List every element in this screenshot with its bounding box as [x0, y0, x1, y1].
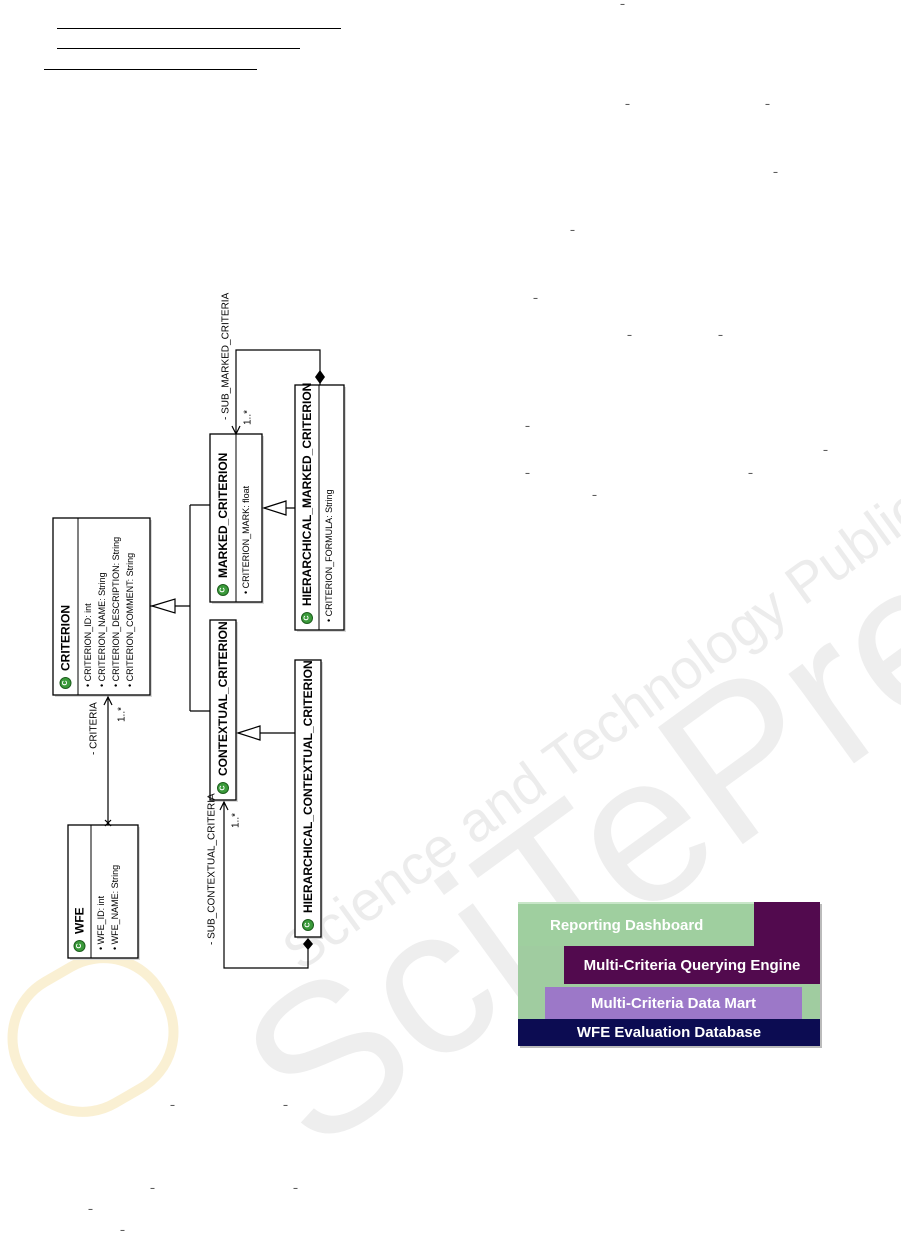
layer-label-data-mart: Multi-Criteria Data Mart — [590, 994, 757, 1012]
association-x-mark-2 — [104, 819, 112, 827]
role-criteria-multiplicity: 1..* — [117, 707, 128, 722]
class-icon — [301, 612, 313, 624]
svg-text:C: C — [305, 922, 312, 927]
generalization-arrow-contextual — [236, 725, 261, 741]
layer-label-evaluation-database: WFE Evaluation Database — [576, 1024, 762, 1041]
class-icon — [217, 584, 229, 596]
layer-label-reporting-dashboard: Reporting Dashboard — [550, 916, 704, 934]
class-name: HIERARCHICAL_CONTEXTUAL_CRITERION — [301, 660, 315, 913]
svg-text:C: C — [220, 587, 227, 592]
class-attribute: • CRITERION_DESCRIPTION: String — [111, 537, 121, 687]
layer-evaluation-database: WFE Evaluation Database — [518, 1019, 820, 1046]
class-attribute: • WFE_ID: int — [96, 895, 106, 950]
class-icon — [302, 919, 314, 931]
class-attribute: • CRITERION_FORMULA: String — [324, 489, 334, 622]
class-attribute: • CRITERION_MARK: float — [241, 485, 251, 594]
class-attribute: • CRITERION_COMMENT: String — [125, 553, 135, 687]
svg-text:C: C — [62, 680, 69, 685]
layer-reporting-dashboard-band: Reporting Dashboard — [518, 902, 754, 946]
class-name: CRITERION — [59, 605, 73, 671]
class-marked: C MARKED_CRITERION • CRITERION_MARK: float — [209, 433, 264, 604]
svg-text:C: C — [76, 943, 83, 948]
role-sub-marked: - SUB_MARKED_CRITERIA — [221, 292, 232, 420]
layer-querying-engine: Multi-Criteria Querying Engine — [564, 946, 820, 984]
class-name: WFE — [73, 907, 87, 934]
layer-data-mart: Multi-Criteria Data Mart — [545, 987, 802, 1019]
class-attribute: • CRITERION_NAME: String — [97, 572, 107, 687]
underline-3 — [44, 69, 257, 70]
class-attribute: • WFE_NAME: String — [110, 865, 120, 950]
composition-sub-contextual — [223, 802, 309, 969]
class-criterion: C CRITERION • CRITERION_ID: int • CRITERION… — [52, 517, 152, 697]
composition-diamond-contextual — [303, 938, 313, 950]
underline-2 — [57, 48, 300, 49]
generalization-arrow-criterion — [149, 598, 176, 614]
composition-sub-contextual-arrow — [219, 800, 229, 811]
svg-text:C: C — [220, 785, 227, 790]
layer-label-querying-engine: Multi-Criteria Querying Engine — [583, 956, 801, 974]
role-sub-contextual: - SUB_CONTEXTUAL_CRITERIA — [207, 793, 218, 945]
role-sub-marked-multiplicity: 1..* — [243, 410, 254, 425]
association-arrow — [103, 695, 113, 706]
class-icon — [59, 677, 72, 689]
architecture-diagram: Reporting Dashboard Multi-Criteria Query… — [518, 902, 820, 1046]
class-hier-contextual: C HIERARCHICAL_CONTEXTUAL_CRITERION — [294, 659, 323, 939]
class-contextual: C CONTEXTUAL_CRITERION — [209, 619, 238, 802]
class-icon — [217, 782, 229, 794]
underline-1 — [57, 28, 341, 29]
class-attribute: • CRITERION_ID: int — [83, 603, 93, 687]
role-criteria: - CRITERIA — [89, 702, 100, 755]
composition-sub-marked — [235, 349, 321, 434]
composition-diamond-marked — [315, 370, 325, 384]
class-hier-marked: C HIERARCHICAL_MARKED_CRITERION • CRITERIO… — [294, 383, 346, 632]
class-icon — [73, 940, 86, 952]
role-sub-contextual-multiplicity: 1..* — [231, 813, 242, 828]
svg-text:C: C — [304, 615, 311, 620]
class-name: HIERARCHICAL_MARKED_CRITERION — [300, 383, 314, 606]
class-wfe: C WFE • WFE_ID: int • WFE_NAME: String — [67, 824, 140, 960]
composition-sub-marked-arrow — [231, 425, 241, 436]
class-name: MARKED_CRITERION — [216, 453, 230, 578]
class-name: CONTEXTUAL_CRITERION — [216, 621, 230, 776]
generalization-arrow-marked — [262, 500, 287, 516]
